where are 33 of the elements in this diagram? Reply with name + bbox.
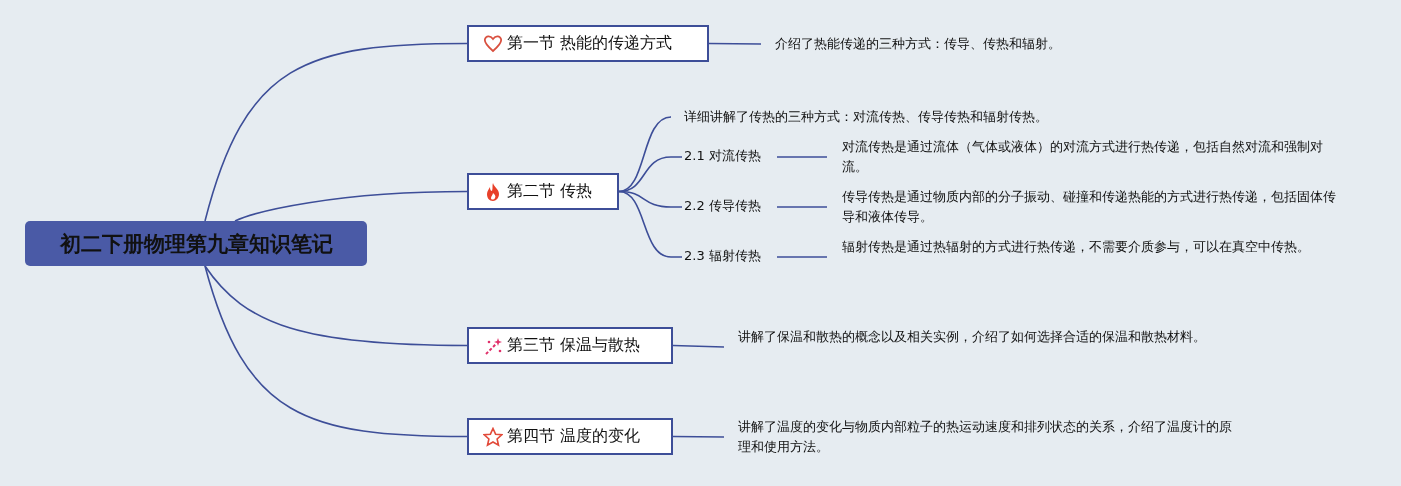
connector-line	[776, 156, 828, 158]
subtopic-text: 2.1 对流传热	[684, 147, 774, 167]
note-text: 讲解了温度的变化与物质内部粒子的热运动速度和排列状态的关系，介绍了温度计的原理和使用方法。	[738, 417, 1233, 457]
connector-line	[234, 190, 468, 222]
topic-text: 第一节 热能的传递方式	[507, 33, 673, 54]
connector-line	[204, 42, 468, 222]
note-text: 介绍了热能传递的三种方式：传导、传热和辐射。	[775, 34, 1115, 54]
note-text: 讲解了保温和散热的概念以及相关实例，介绍了如何选择合适的保温和散热材料。	[738, 327, 1218, 367]
connector-line	[776, 206, 828, 208]
topic-box	[467, 418, 673, 455]
topic-text: 第四节 温度的变化	[507, 426, 641, 447]
topic-box	[467, 173, 619, 210]
subtopic-text: 2.2 传导传热	[684, 197, 774, 217]
subtopic-text: 2.3 辐射传热	[684, 247, 774, 267]
note-text: 辐射传热是通过热辐射的方式进行热传递，不需要介质参与，可以在真空中传热。	[842, 237, 1322, 277]
note-text: 传导传热是通过物质内部的分子振动、碰撞和传递热能的方式进行热传递，包括固体传导和液体传导。	[842, 187, 1337, 227]
connector-line	[618, 190, 683, 258]
connector-line	[618, 156, 683, 193]
central-topic-box	[25, 221, 367, 266]
note-text: 详细讲解了传热的三种方式：对流传热、传导传热和辐射传热。	[684, 107, 1104, 127]
topic-text: 第二节 传热	[507, 181, 593, 202]
connector-line	[708, 42, 762, 45]
connector-line	[204, 265, 468, 347]
connector-line	[618, 116, 672, 193]
topic-box	[467, 327, 673, 364]
topic-text: 初二下册物理第九章知识笔记	[59, 230, 333, 258]
connector-line	[204, 265, 468, 438]
topic-box	[467, 25, 709, 62]
note-text: 对流传热是通过流体（气体或液体）的对流方式进行热传递，包括自然对流和强制对流。	[842, 137, 1337, 177]
topic-text: 第三节 保温与散热	[507, 335, 641, 356]
connector-line	[672, 344, 725, 348]
connector-line	[672, 435, 725, 438]
connector-line	[776, 256, 828, 258]
